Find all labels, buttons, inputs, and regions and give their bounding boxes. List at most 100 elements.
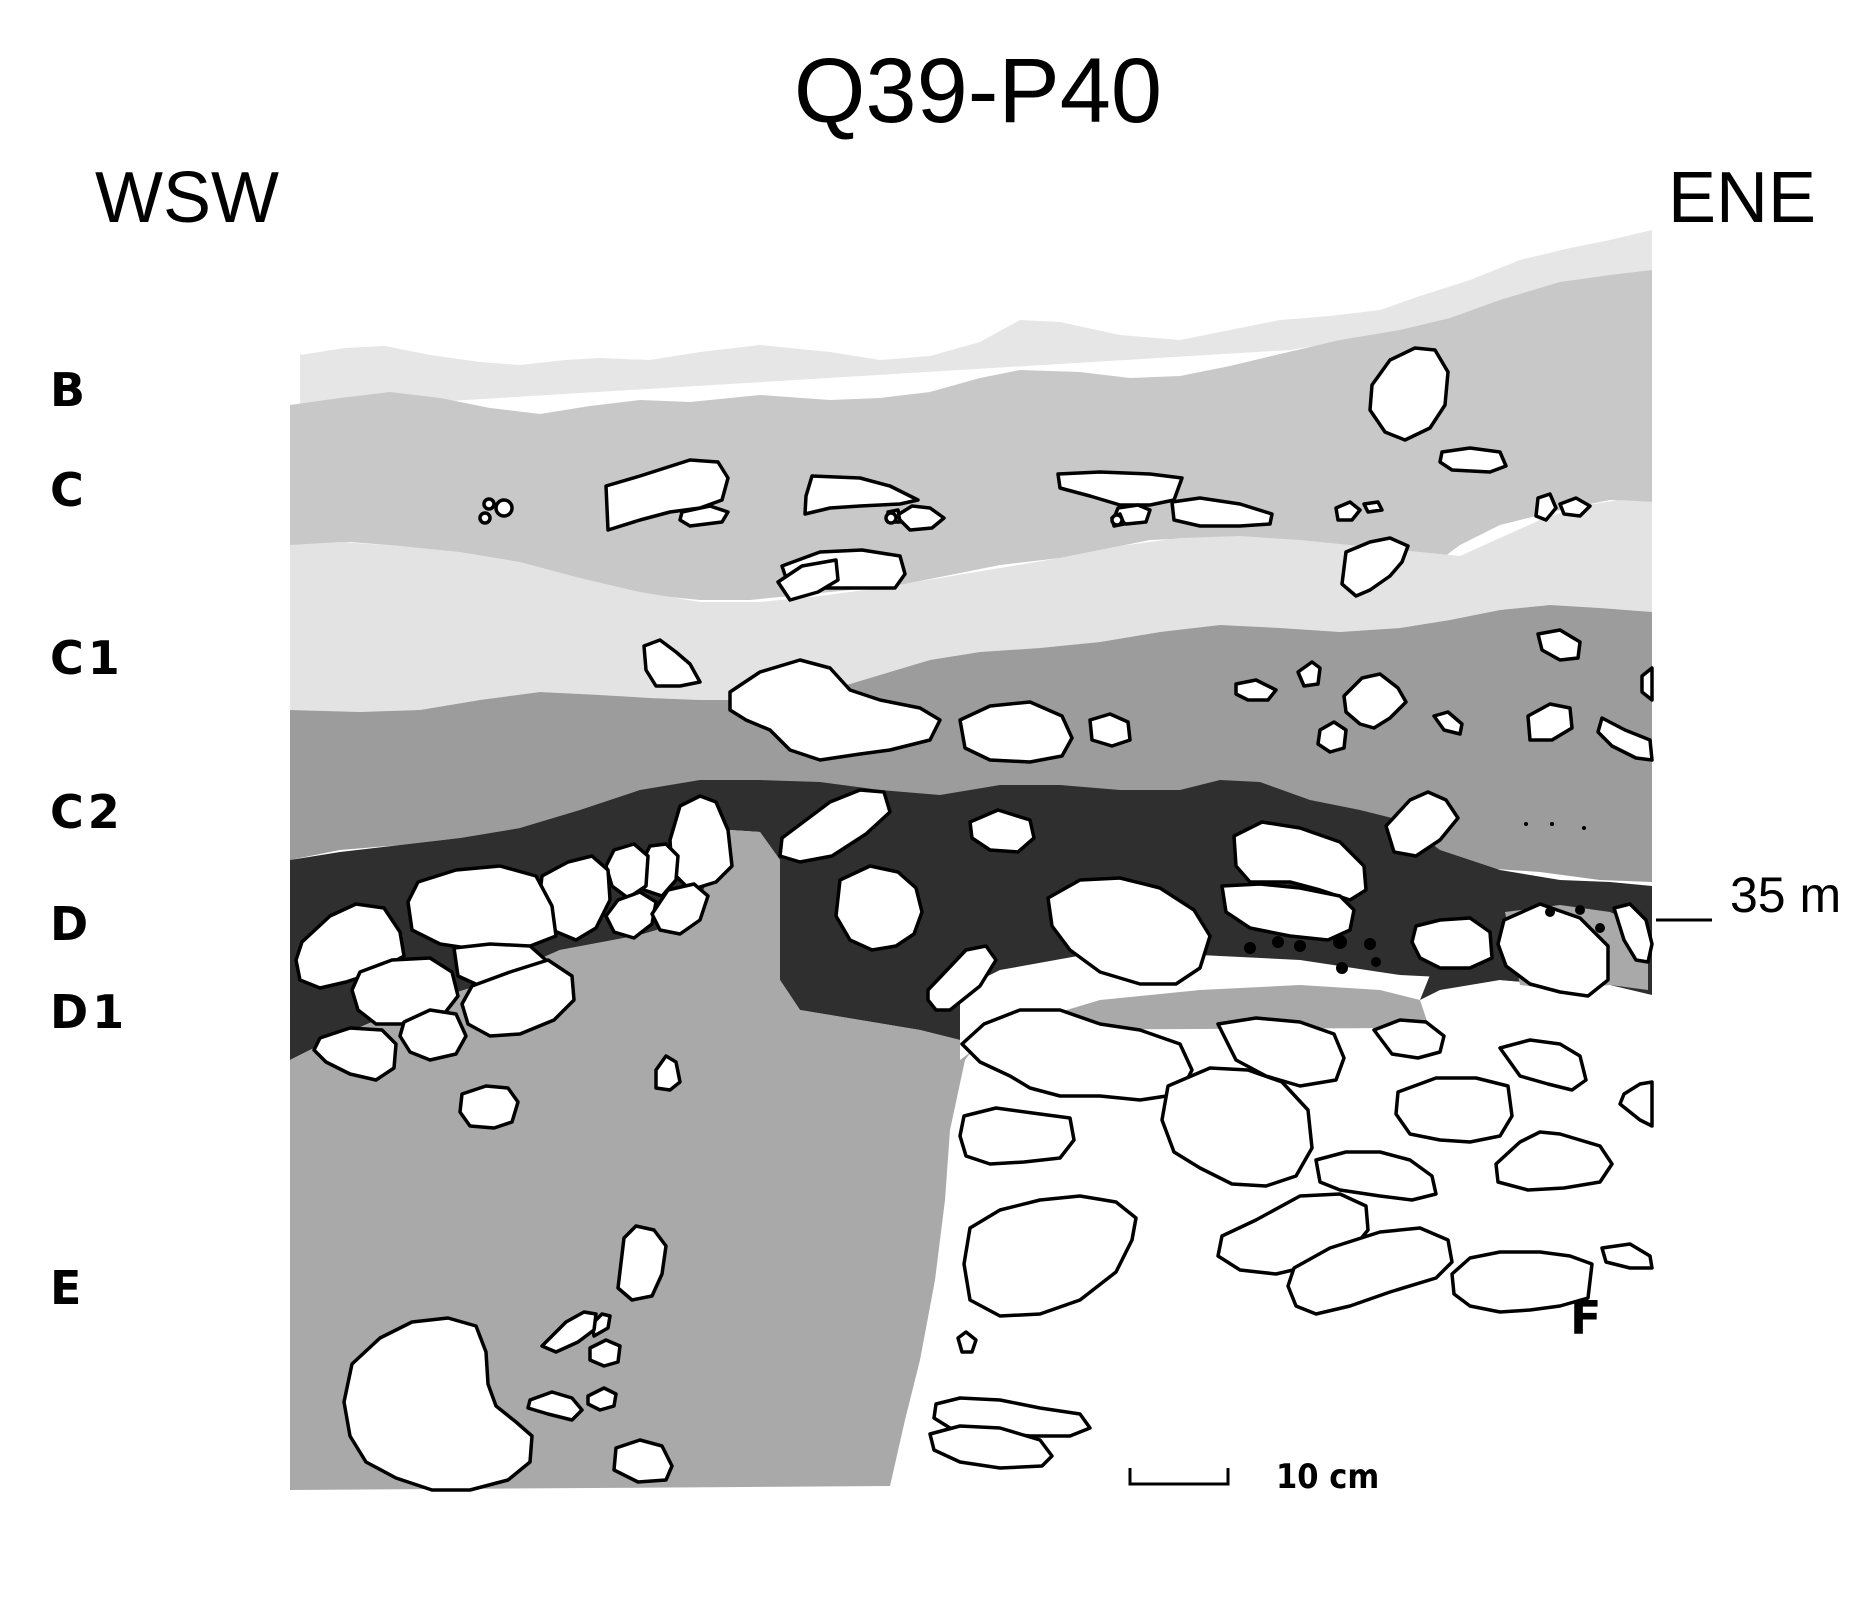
stone: [1342, 672, 1408, 730]
scale-bar: 10 cm: [1128, 1457, 1379, 1497]
charcoal-dot: [1294, 940, 1306, 952]
stone: [1362, 500, 1384, 514]
stone: [494, 498, 514, 518]
stone: [1432, 710, 1464, 736]
stone: [642, 638, 702, 688]
stone: [1596, 716, 1654, 762]
layer-label-d1: D1: [50, 985, 128, 1039]
stone: [1286, 1226, 1454, 1316]
layer-c-band: [290, 270, 1652, 600]
stone: [604, 458, 730, 532]
stone: [1314, 1150, 1438, 1202]
stone: [1372, 1018, 1446, 1060]
layer-label-c2: C2: [50, 785, 124, 839]
stone: [616, 1224, 668, 1302]
charcoal-dot: [1333, 935, 1347, 949]
charcoal-dot: [1545, 907, 1555, 917]
charcoal-dot: [1371, 957, 1381, 967]
layer-label-b: B: [50, 363, 89, 417]
scale-bar-line: [1128, 1468, 1230, 1486]
depth-marker-label: 35 m: [1730, 867, 1841, 923]
stone: [1216, 1016, 1346, 1088]
layer-label-d: D: [50, 897, 92, 951]
stone: [1334, 500, 1362, 522]
stone: [1316, 720, 1348, 754]
charcoal-dot: [1336, 962, 1348, 974]
stone: [1160, 1066, 1314, 1188]
stone: [1046, 876, 1212, 986]
charcoal-dot: [1575, 905, 1585, 915]
stone: [586, 1386, 618, 1412]
stone: [612, 1438, 674, 1484]
depth-marker: 35 m: [1656, 867, 1841, 923]
stone: [1234, 678, 1278, 702]
stone: [778, 788, 892, 864]
stone: [958, 700, 1074, 764]
section-title: Q39-P40: [794, 40, 1162, 142]
stone: [1110, 513, 1124, 527]
stone: [834, 864, 924, 952]
layer-label-f: F: [1570, 1291, 1605, 1345]
stone: [884, 511, 898, 525]
layer-label-c: C: [50, 463, 88, 517]
stone: [1220, 882, 1356, 942]
stone: [1494, 1130, 1614, 1192]
stone: [526, 1390, 584, 1422]
stone: [1410, 916, 1494, 970]
charcoal-dot: [1272, 936, 1284, 948]
stone: [312, 1026, 398, 1082]
stone: [1618, 1080, 1654, 1128]
stone: [406, 864, 558, 952]
stone: [1526, 702, 1574, 742]
stone: [604, 890, 658, 940]
stone: [1558, 496, 1592, 518]
charcoal-dot: [1364, 938, 1376, 950]
layer-labels: B C C1 C2 D D1 E F: [50, 363, 1605, 1345]
charcoal-dot: [1582, 826, 1586, 830]
stone: [650, 882, 710, 936]
stone: [1384, 790, 1460, 858]
charcoal-dot: [1244, 942, 1256, 954]
stone: [398, 1008, 468, 1062]
stone: [776, 558, 840, 602]
charcoal-dot: [1524, 822, 1528, 826]
stone: [1368, 346, 1450, 442]
stone: [460, 958, 576, 1038]
stone: [1496, 902, 1610, 998]
stone: [1640, 666, 1654, 702]
stone: [1394, 1076, 1514, 1144]
stone: [678, 504, 730, 528]
stone: [482, 497, 496, 511]
stone: [1340, 536, 1410, 598]
layer-label-e: E: [50, 1261, 85, 1315]
stone: [588, 1338, 622, 1368]
stone: [928, 1424, 1054, 1470]
stone: [1450, 1250, 1594, 1314]
stone: [1056, 470, 1184, 507]
stone: [1088, 712, 1132, 748]
stone: [1534, 492, 1558, 522]
charcoal-dot: [1550, 822, 1554, 826]
stone: [478, 511, 492, 525]
stone: [540, 1310, 598, 1354]
stone: [958, 1106, 1076, 1166]
charcoal-dot: [1595, 923, 1605, 933]
stone: [458, 1084, 520, 1130]
stone: [894, 504, 946, 532]
stone: [926, 944, 998, 1012]
stone: [1232, 820, 1368, 902]
f-area-right-blank: [1640, 1270, 1660, 1300]
stones: [294, 346, 1660, 1492]
stone: [1600, 1242, 1654, 1270]
stone: [1296, 660, 1322, 688]
stone: [968, 808, 1036, 854]
stone: [654, 1054, 682, 1092]
stone: [1498, 1038, 1588, 1092]
scale-bar-label: 10 cm: [1276, 1457, 1379, 1497]
stone: [956, 1330, 978, 1354]
stone: [1536, 628, 1582, 662]
stone: [342, 1316, 534, 1492]
stone: [962, 1194, 1138, 1318]
stone: [728, 658, 942, 762]
layer-b-band: [300, 230, 1652, 410]
